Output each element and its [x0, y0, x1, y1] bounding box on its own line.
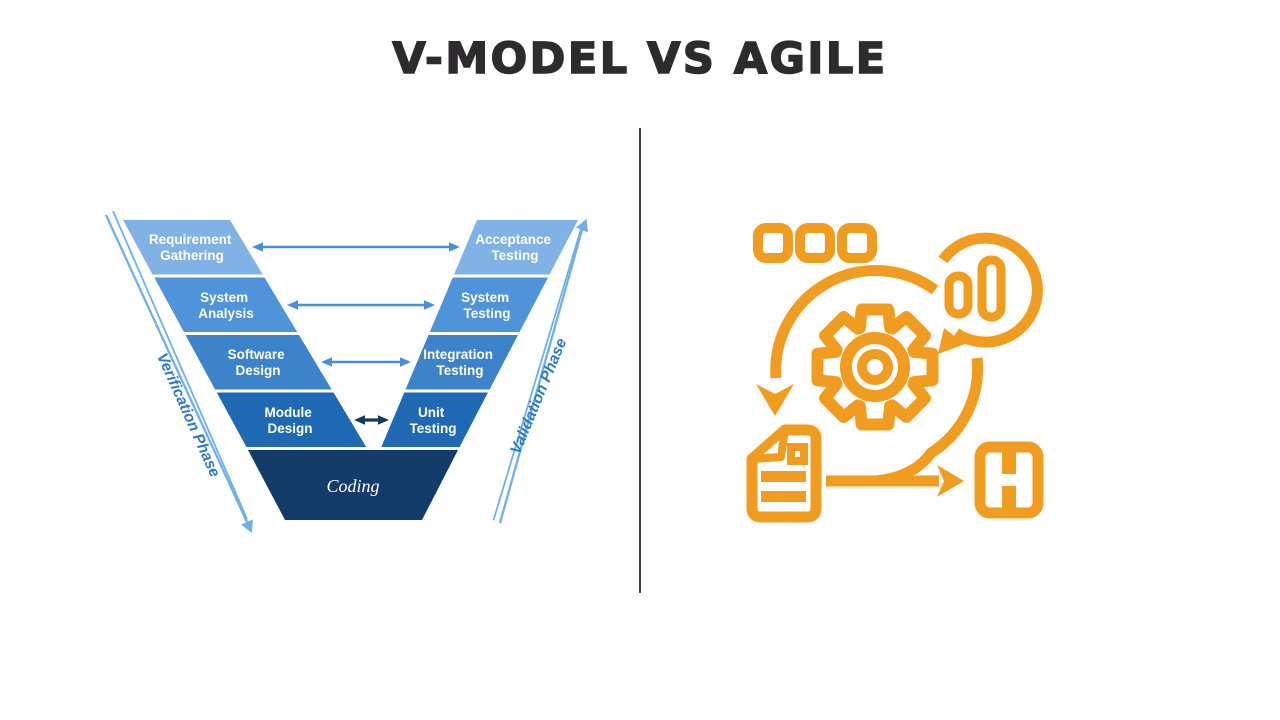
dot-square-icon	[795, 223, 835, 263]
loop-top-arc	[770, 265, 939, 379]
cross-arrowhead-icon	[400, 357, 411, 367]
validation-arrow-line-2	[492, 228, 582, 521]
step-unit-testing	[381, 392, 488, 447]
exit-right-arrowhead-icon	[937, 465, 964, 497]
label-software-design: Software Design	[228, 347, 289, 378]
verification-arrowhead-icon	[241, 519, 253, 533]
validation-phase-label: Validation Phase	[507, 336, 570, 457]
verification-arrow-line-2	[112, 210, 248, 520]
divider-line	[639, 128, 641, 593]
label-integration-testing: Integration Testing	[423, 347, 497, 378]
label-unit-testing: Unit Testing	[410, 405, 457, 436]
vmodel-right-steps	[381, 220, 578, 447]
vmodel-step-labels: Requirement Gathering System Analysis So…	[149, 232, 555, 496]
label-requirement-gathering: Requirement Gathering	[149, 232, 235, 263]
vmodel-left-steps	[123, 220, 367, 447]
label-coding: Coding	[326, 476, 379, 496]
gear-icon	[811, 303, 939, 431]
cross-arrowhead-icon	[287, 300, 298, 310]
cross-arrowhead-icon	[354, 415, 365, 425]
chart-loop-icon	[933, 226, 1050, 355]
page-title: V-MODEL VS AGILE	[392, 33, 888, 85]
loop-down-arrowhead-icon	[756, 384, 794, 416]
document-fold-icon	[748, 426, 789, 463]
label-system-testing: System Testing	[461, 290, 513, 321]
dot-square-icon	[753, 223, 793, 263]
step-software-design	[185, 335, 332, 390]
label-acceptance-testing: Acceptance Testing	[475, 232, 555, 263]
step-module-design	[216, 392, 367, 447]
document-text-line	[761, 471, 806, 482]
kanban-board-icon	[974, 441, 1044, 519]
agile-sprint-cycle-icon	[746, 223, 1050, 523]
document-icon	[746, 424, 822, 523]
label-module-design: Module Design	[264, 405, 315, 436]
label-system-analysis: System Analysis	[198, 290, 254, 321]
validation-arrowhead-icon	[576, 218, 588, 233]
bar-chart-bar-icon	[977, 255, 1006, 322]
cross-arrowhead-icon	[378, 415, 389, 425]
step-coding	[248, 450, 458, 520]
document-text-line	[761, 491, 806, 502]
vmodel-diagram: Requirement Gathering System Analysis So…	[104, 210, 588, 533]
ellipsis-dots-icon	[753, 223, 877, 263]
document-checkbox-icon	[787, 443, 808, 465]
step-acceptance-testing	[454, 220, 578, 275]
loop-right-arc	[875, 357, 984, 487]
validation-arrow-line	[498, 229, 584, 524]
bar-chart-bar-icon	[944, 271, 973, 319]
verification-arrow-line	[104, 214, 249, 523]
step-system-analysis	[154, 277, 298, 332]
cross-arrowhead-icon	[449, 242, 460, 252]
kanban-divider-bottom	[1002, 486, 1016, 513]
vmodel-cross-arrows	[252, 242, 460, 425]
step-integration-testing	[405, 335, 518, 390]
gear-hub	[857, 349, 893, 385]
chart-loop-arrowhead-icon	[938, 328, 965, 354]
cross-arrowhead-icon	[321, 357, 332, 367]
step-requirement-gathering	[123, 220, 263, 275]
step-system-testing	[429, 277, 548, 332]
dot-square-icon	[837, 223, 877, 263]
cross-arrowhead-icon	[252, 242, 263, 252]
kanban-divider-top	[1002, 452, 1016, 474]
cross-arrowhead-icon	[424, 300, 435, 310]
chart-loop-arc	[938, 232, 1043, 348]
sprint-loop-icon	[756, 265, 984, 497]
